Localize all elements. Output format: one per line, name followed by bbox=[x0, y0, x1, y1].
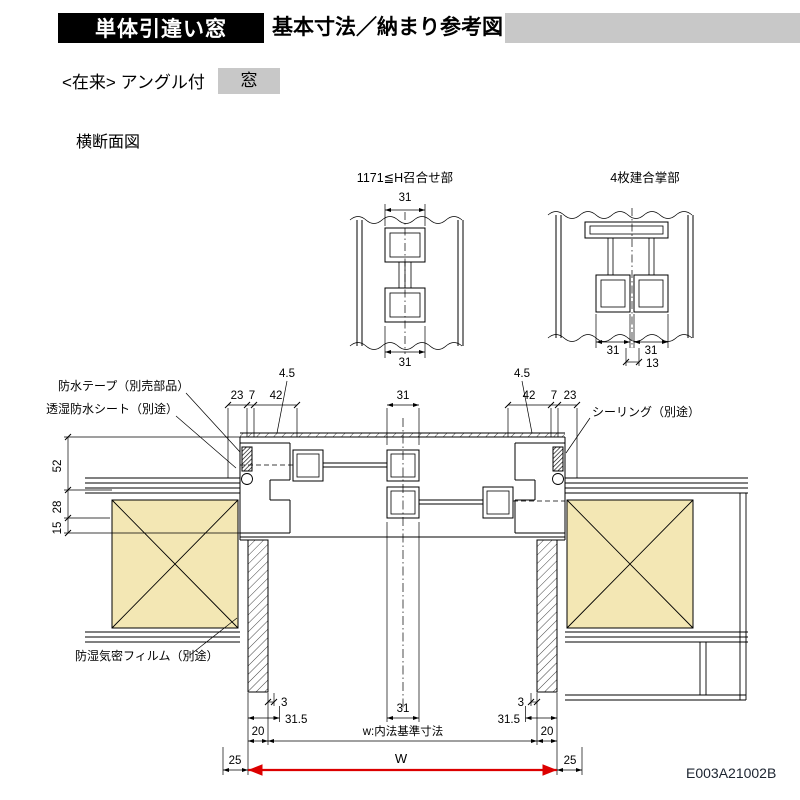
meeting-stile-detail bbox=[349, 212, 464, 354]
dim-l23: 23 bbox=[231, 390, 244, 402]
gasket-right bbox=[552, 473, 564, 485]
dim-c31-top: 31 bbox=[397, 390, 410, 402]
cross-section-drawing: 1171≦H召合せ部 31 31 4枚建合掌部 31 31 1 bbox=[46, 170, 776, 781]
dim-br315: 31.5 bbox=[498, 714, 520, 726]
dim-bl3: 3 bbox=[281, 697, 287, 709]
seal-block-left bbox=[241, 446, 253, 472]
top-dimensions bbox=[224, 380, 581, 478]
w-note: w:内法基準寸法 bbox=[362, 724, 444, 738]
gasket-left bbox=[241, 473, 253, 485]
dim-bl25: 25 bbox=[229, 755, 242, 767]
four-panel-detail bbox=[547, 208, 694, 348]
dim-br20: 20 bbox=[541, 726, 554, 738]
view-title: 横断面図 bbox=[76, 134, 141, 151]
callout-waterproof-tape: 防水テープ（別売部品） bbox=[58, 378, 189, 393]
w-letter: W bbox=[395, 751, 408, 766]
dim-v52: 52 bbox=[52, 460, 64, 473]
four-panel-detail-dims bbox=[595, 314, 669, 366]
dim-l7: 7 bbox=[249, 390, 255, 402]
dim-r42: 42 bbox=[523, 390, 536, 402]
dim-rt-right: 31 bbox=[645, 345, 658, 357]
dim-v28: 28 bbox=[52, 501, 64, 514]
dim-rt-left: 31 bbox=[607, 345, 620, 357]
dim-r23: 23 bbox=[564, 390, 577, 402]
callout-leaders bbox=[175, 392, 591, 656]
dim-bl20: 20 bbox=[252, 726, 265, 738]
bottom-dimensions bbox=[222, 522, 583, 775]
left-vertical-dimensions bbox=[64, 433, 240, 537]
dim-bl315: 31.5 bbox=[285, 714, 307, 726]
dim-br25: 25 bbox=[564, 755, 577, 767]
drawing-code: E003A21002B bbox=[686, 765, 776, 781]
callout-breathable-sheet: 透湿防水シート（別途） bbox=[46, 401, 178, 416]
variant-badge: 窓 bbox=[218, 68, 280, 94]
title-badge: 単体引違い窓 bbox=[58, 13, 264, 43]
meeting-stile-title: 1171≦H召合せ部 bbox=[357, 170, 453, 185]
page-title: 基本寸法／納まり参考図 bbox=[272, 16, 503, 39]
four-panel-title: 4枚建合掌部 bbox=[610, 170, 679, 185]
furring-strip-right bbox=[536, 539, 558, 693]
dim-rt-offset: 13 bbox=[646, 358, 659, 370]
dim-v15: 15 bbox=[52, 522, 64, 535]
title-badge-text: 単体引違い窓 bbox=[95, 18, 227, 41]
dim-br3: 3 bbox=[518, 697, 524, 709]
window-frame bbox=[239, 418, 566, 710]
wall-right bbox=[565, 477, 748, 701]
dim-lt-top: 31 bbox=[399, 192, 412, 204]
dim-l42: 42 bbox=[270, 390, 283, 402]
furring-strip-left bbox=[247, 539, 269, 693]
title-gray-bar bbox=[505, 13, 800, 43]
variant-label: <在来> アングル付 bbox=[62, 73, 205, 92]
dim-c31-bottom: 31 bbox=[397, 703, 410, 715]
wall-left bbox=[85, 477, 240, 643]
dim-r45: 4.5 bbox=[514, 368, 530, 380]
meeting-stile-detail-dims bbox=[384, 204, 426, 358]
dim-l45: 4.5 bbox=[279, 368, 295, 380]
seal-block-right bbox=[552, 446, 564, 472]
callout-sealing: シーリング（別途） bbox=[592, 404, 700, 419]
callout-vapor-film: 防湿気密フィルム（別途） bbox=[75, 648, 219, 663]
dim-r7: 7 bbox=[551, 390, 557, 402]
dim-lt-bottom: 31 bbox=[399, 357, 412, 369]
